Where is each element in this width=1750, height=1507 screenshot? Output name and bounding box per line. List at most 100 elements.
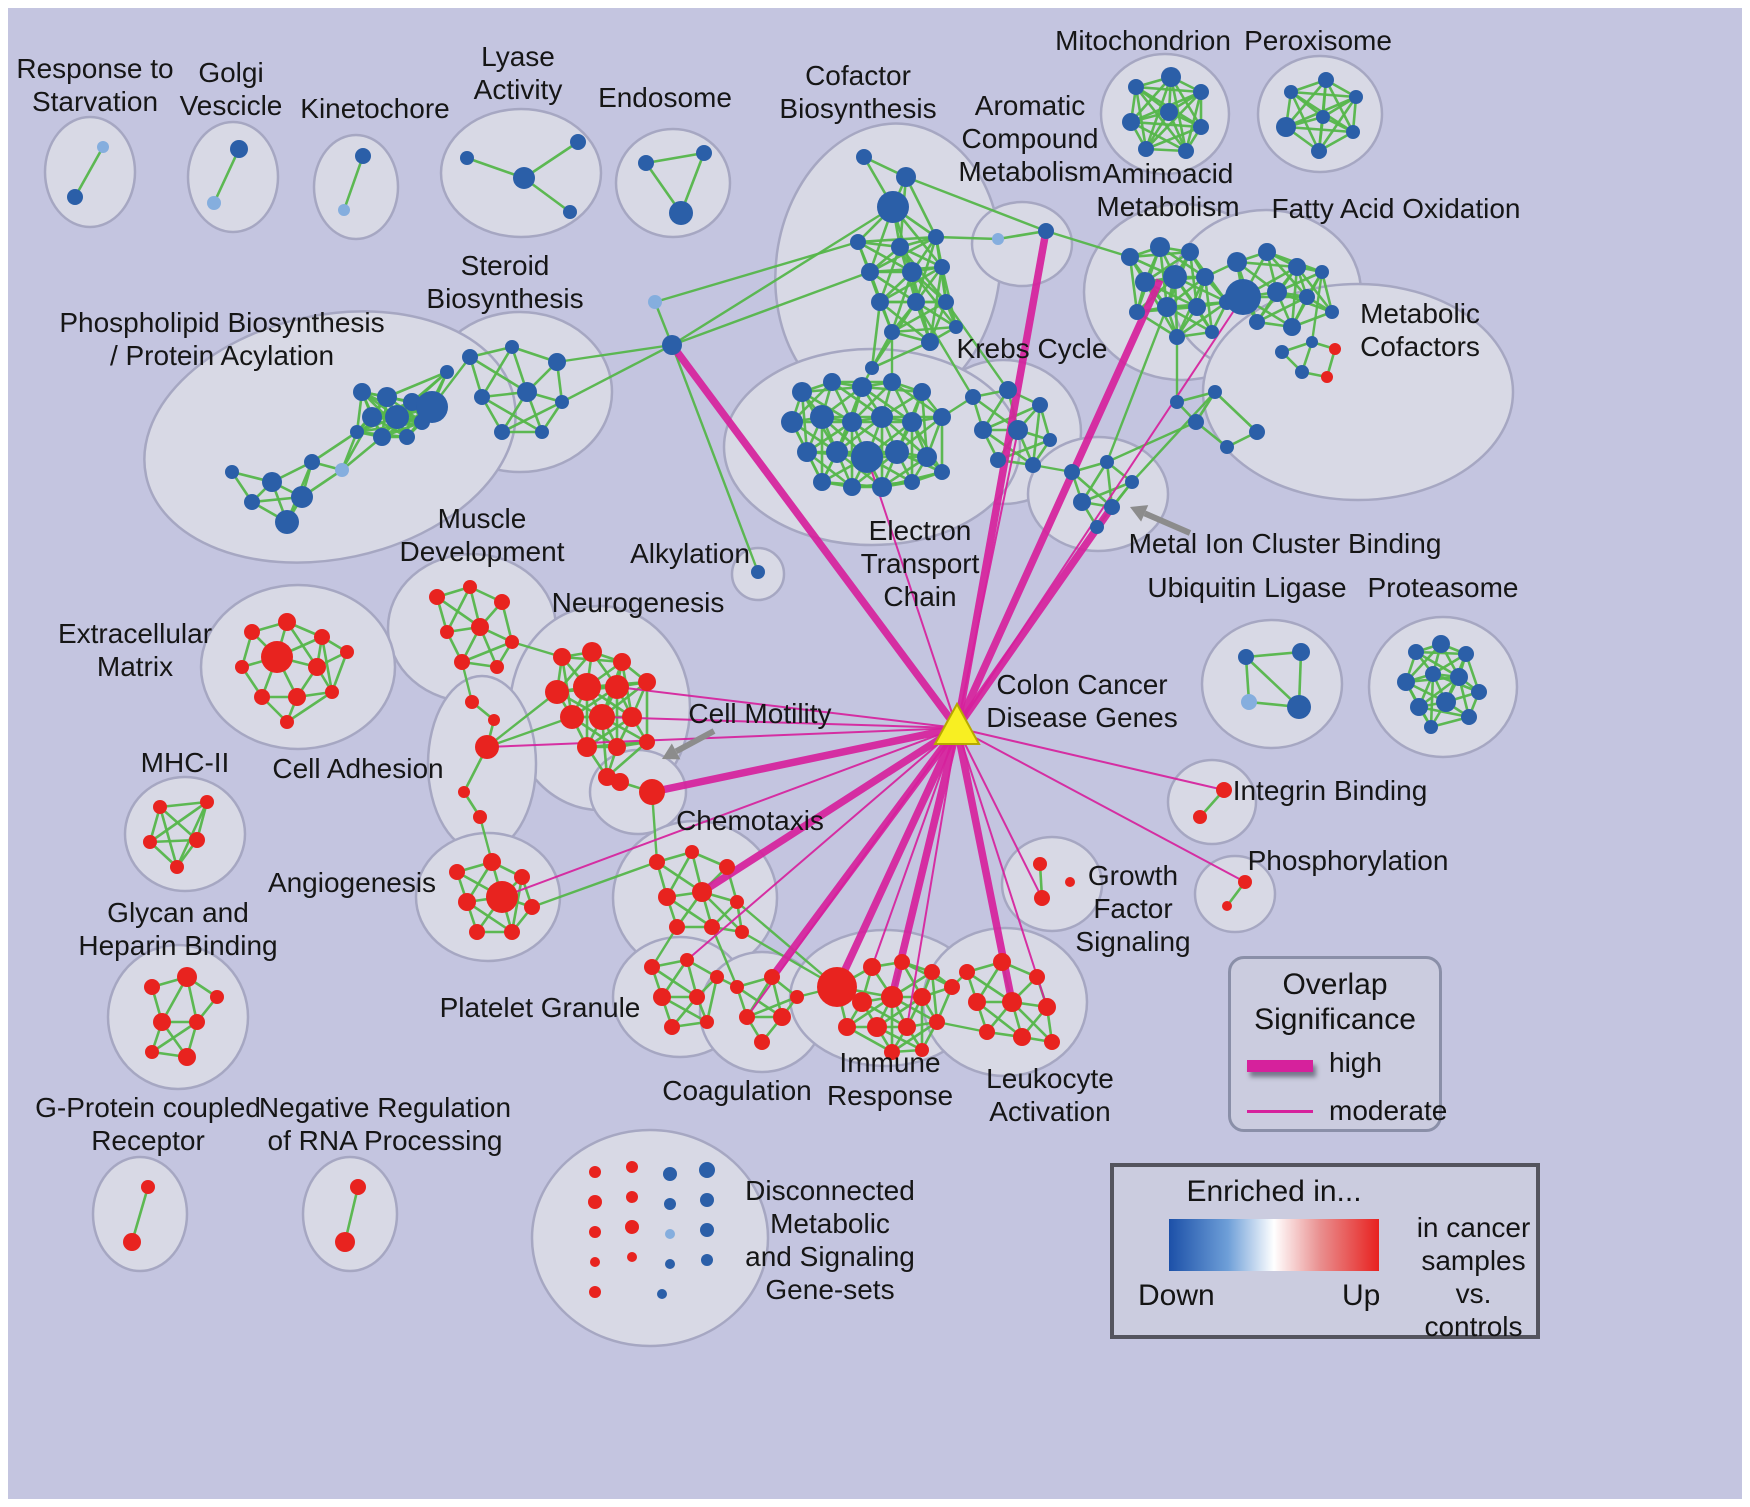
gene-set-node[interactable] [1238,649,1254,665]
gene-set-node[interactable] [1284,85,1298,99]
gene-set-node[interactable] [685,845,699,859]
gene-set-node[interactable] [338,204,350,216]
gene-set-node[interactable] [178,1048,196,1066]
gene-set-node[interactable] [462,349,478,365]
gene-set-node[interactable] [1424,720,1438,734]
gene-set-node[interactable] [907,293,925,311]
gene-set-node[interactable] [696,145,712,161]
gene-set-node[interactable] [915,1043,929,1057]
colon-cancer-hub-node[interactable] [933,701,981,745]
gene-set-node[interactable] [225,465,239,479]
gene-set-node[interactable] [458,893,476,911]
gene-set-node[interactable] [902,262,922,282]
gene-set-node[interactable] [902,412,922,432]
gene-set-node[interactable] [335,463,349,477]
gene-set-node[interactable] [872,477,892,497]
gene-set-node[interactable] [145,1045,159,1059]
gene-set-node[interactable] [488,714,500,726]
gene-set-node[interactable] [639,779,665,805]
gene-set-node[interactable] [699,1162,715,1178]
gene-set-node[interactable] [1238,875,1252,889]
gene-set-node[interactable] [1425,666,1441,682]
gene-set-node[interactable] [475,735,499,759]
gene-set-node[interactable] [548,353,566,371]
gene-set-node[interactable] [1002,992,1022,1012]
gene-set-node[interactable] [851,441,883,473]
gene-set-node[interactable] [483,853,501,871]
gene-set-node[interactable] [1169,329,1185,345]
gene-set-node[interactable] [959,964,975,980]
gene-set-node[interactable] [280,715,294,729]
gene-set-node[interactable] [917,447,937,467]
gene-set-node[interactable] [1121,248,1139,266]
gene-set-node[interactable] [626,1161,638,1173]
gene-set-node[interactable] [440,365,454,379]
gene-set-node[interactable] [1458,646,1474,662]
gene-set-node[interactable] [710,970,724,984]
gene-set-node[interactable] [1316,110,1330,124]
gene-set-node[interactable] [1073,493,1091,511]
gene-set-node[interactable] [560,705,584,729]
gene-set-node[interactable] [1318,72,1334,88]
gene-set-node[interactable] [465,695,479,709]
gene-set-node[interactable] [797,442,817,462]
gene-set-node[interactable] [1193,119,1209,135]
gene-set-node[interactable] [1138,141,1154,157]
gene-set-node[interactable] [588,1195,602,1209]
gene-set-node[interactable] [1150,237,1170,257]
gene-set-node[interactable] [648,295,662,309]
gene-set-node[interactable] [1205,325,1219,339]
gene-set-node[interactable] [1090,520,1104,534]
gene-set-node[interactable] [790,990,804,1004]
gene-set-node[interactable] [244,624,260,640]
gene-set-node[interactable] [1275,345,1289,359]
gene-set-node[interactable] [913,383,931,401]
gene-set-node[interactable] [1227,252,1247,272]
gene-set-node[interactable] [1034,890,1050,906]
gene-set-node[interactable] [884,1044,900,1060]
gene-set-node[interactable] [1295,365,1309,379]
gene-set-node[interactable] [1315,265,1329,279]
gene-set-node[interactable] [350,1179,366,1195]
gene-set-node[interactable] [894,954,910,970]
gene-set-node[interactable] [965,389,981,405]
gene-set-node[interactable] [589,704,615,730]
gene-set-node[interactable] [1306,336,1318,348]
gene-set-node[interactable] [773,1008,791,1026]
gene-set-node[interactable] [1299,289,1315,305]
gene-set-node[interactable] [399,429,415,445]
gene-set-node[interactable] [335,1232,355,1252]
gene-set-node[interactable] [589,1226,601,1238]
gene-set-node[interactable] [979,1024,995,1040]
gene-set-node[interactable] [810,405,834,429]
gene-set-node[interactable] [856,149,872,165]
gene-set-node[interactable] [689,989,705,1005]
gene-set-node[interactable] [904,474,920,490]
gene-set-node[interactable] [1241,694,1257,710]
gene-set-node[interactable] [730,980,744,994]
gene-set-node[interactable] [1033,857,1047,871]
gene-set-node[interactable] [1461,709,1477,725]
gene-set-node[interactable] [949,320,963,334]
gene-set-node[interactable] [262,472,282,492]
gene-set-node[interactable] [1193,84,1209,100]
gene-set-node[interactable] [1178,143,1194,159]
gene-set-node[interactable] [929,1014,945,1030]
gene-set-node[interactable] [898,1018,916,1036]
gene-set-node[interactable] [1220,440,1234,454]
gene-set-node[interactable] [813,473,831,491]
gene-set-node[interactable] [823,373,841,391]
gene-set-node[interactable] [1311,143,1327,159]
gene-set-node[interactable] [141,1180,155,1194]
gene-set-node[interactable] [605,675,629,699]
gene-set-node[interactable] [934,259,950,275]
gene-set-node[interactable] [469,924,485,940]
gene-set-node[interactable] [884,324,900,340]
gene-set-node[interactable] [700,1015,714,1029]
gene-set-node[interactable] [1193,810,1207,824]
gene-set-node[interactable] [1321,371,1333,383]
gene-set-node[interactable] [1216,782,1232,798]
gene-set-node[interactable] [589,1166,601,1178]
gene-set-node[interactable] [494,424,510,440]
gene-set-node[interactable] [608,738,626,756]
